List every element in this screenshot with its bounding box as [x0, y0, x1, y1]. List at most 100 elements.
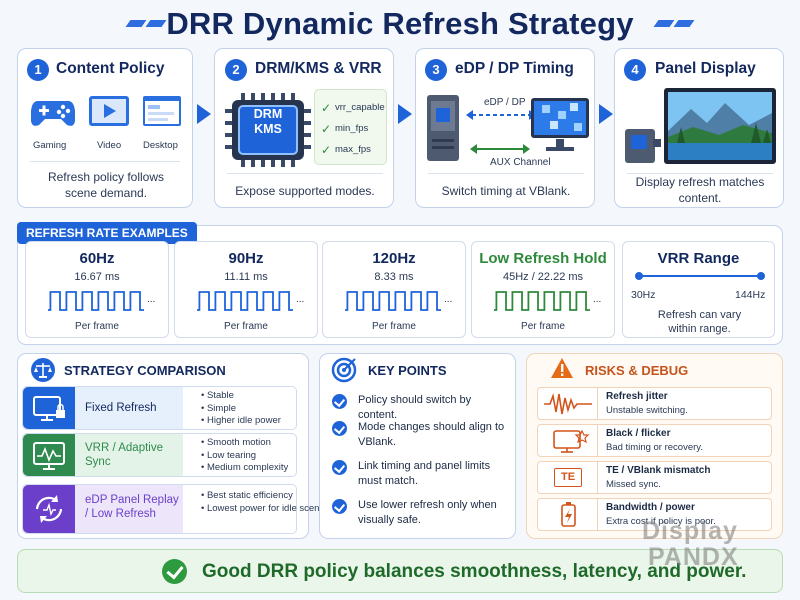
rate-per-frame: Per frame — [521, 321, 565, 332]
step-card-content-policy: 1 Content Policy Gaming Video Desktop Re… — [17, 48, 193, 208]
pulse-waveform: ... — [48, 291, 155, 311]
strategy-bullet: • Higher idle power — [201, 415, 281, 426]
key-point-item: Policy should switch by content. — [358, 394, 472, 421]
rate-period: 8.33 ms — [374, 271, 414, 283]
check-circle-icon — [162, 559, 187, 584]
step-caption: Refresh policy follows scene demand. — [47, 170, 165, 200]
target-icon — [331, 357, 357, 383]
pulse-line — [494, 291, 590, 311]
risk-item: Refresh jitter Unstable switching. — [537, 387, 772, 420]
desktop-icon — [143, 96, 181, 126]
monitor-icon — [531, 98, 589, 151]
vrr-range-slider — [635, 272, 765, 280]
key-point-item: Link timing and panel limits must match. — [358, 460, 491, 487]
rate-per-frame: Per frame — [224, 321, 268, 332]
continuation-dots: ... — [444, 294, 452, 305]
step-title: Content Policy — [56, 60, 165, 77]
step-title: eDP / DP Timing — [455, 60, 574, 77]
rate-title: 120Hz — [372, 250, 416, 267]
rate-per-frame: Per frame — [75, 321, 119, 332]
monitor-flicker-icon — [553, 425, 598, 456]
chip-label: DRM KMS — [253, 107, 283, 136]
risks-heading: RISKS & DEBUG — [585, 363, 689, 378]
strategy-bullet: • Best static efficiency — [201, 490, 293, 501]
risk-title: Bandwidth / power — [606, 502, 695, 513]
step-caption: Display refresh matches content. — [635, 175, 765, 205]
rate-title: 90Hz — [228, 250, 264, 267]
key-points-panel — [319, 353, 516, 539]
check-circle-icon — [332, 394, 347, 409]
refresh-cycle-icon — [35, 495, 63, 523]
check-circle-icon — [332, 421, 347, 436]
monitor-lock-icon — [33, 396, 65, 421]
vrr-min: 30Hz — [631, 289, 656, 301]
pulse-line — [197, 291, 293, 311]
warning-icon — [551, 358, 573, 378]
balance-scale-icon — [31, 358, 55, 382]
strategy-name: eDP Panel Replay / Low Refresh — [85, 494, 179, 520]
strategy-name: Fixed Refresh — [85, 402, 157, 414]
check-icon: ✓ — [321, 122, 332, 136]
video-icon — [89, 96, 129, 126]
strategy-bullet: • Lowest power for idle scenes — [201, 502, 330, 514]
check-circle-icon — [332, 460, 347, 475]
strategy-bullet: • Smooth motion — [201, 437, 271, 448]
strategy-row: eDP Panel Replay / Low Refresh • Best sta… — [22, 484, 329, 534]
risk-description: Extra cost if policy is poor. — [606, 516, 716, 527]
link-arrow — [466, 110, 536, 120]
risk-title: Refresh jitter — [606, 391, 668, 402]
monitor-wave-icon — [33, 442, 65, 470]
gamepad-icon — [31, 101, 75, 126]
strategy-row: VRR / Adaptive Sync• Smooth motion• Low … — [22, 433, 297, 477]
rate-period: 16.67 ms — [74, 271, 120, 283]
key-point-item: Mode changes should align to VBlank. — [358, 421, 505, 448]
pulse-line — [48, 291, 144, 311]
strategy-heading: STRATEGY COMPARISON — [64, 363, 226, 378]
icon-label-video: Video — [97, 140, 122, 151]
step-number: 3 — [425, 59, 447, 81]
step-title: Panel Display — [655, 60, 756, 77]
continuation-dots: ... — [593, 294, 601, 305]
check-icon: ✓ — [321, 101, 332, 115]
footer-text: Good DRR policy balances smoothness, lat… — [202, 561, 747, 582]
properties-list — [314, 89, 387, 165]
step-caption: Expose supported modes. — [235, 184, 375, 198]
strategy-icon-box — [23, 485, 75, 533]
risk-item: Bandwidth / power Extra cost if policy i… — [537, 498, 772, 531]
icon-label-gaming: Gaming — [33, 140, 67, 151]
property-item: min_fps — [335, 123, 369, 134]
strategy-bullets: • Stable• Simple• Higher idle power — [201, 390, 281, 428]
te-badge-icon: TE — [538, 462, 598, 493]
step-number: 4 — [624, 59, 646, 81]
page-title: DRR Dynamic Refresh Strategy — [166, 6, 634, 41]
step-card-edp-dp-timing: 3 eDP / DP Timing eDP / DP AUX Channel S… — [415, 48, 595, 208]
rate-period: 45Hz / 22.22 ms — [502, 271, 584, 283]
risk-description: Unstable switching. — [606, 405, 688, 416]
rate-period: 11.11 ms — [224, 271, 268, 283]
link-label: eDP / DP — [484, 97, 526, 108]
continuation-dots: ... — [147, 294, 155, 305]
source-device-icon — [427, 95, 459, 161]
refresh-rate-tag: REFRESH RATE EXAMPLES — [17, 222, 197, 244]
vrr-range-card: VRR Range 30Hz 144Hz Refresh can vary wi… — [622, 241, 775, 338]
risk-description: Missed sync. — [606, 479, 661, 490]
footer-banner: Good DRR policy balances smoothness, lat… — [17, 549, 783, 593]
step-card-panel-display: 4 Panel Display Display refresh matches … — [614, 48, 784, 208]
strategy-row: Fixed Refresh • Stable• Simple• Higher id… — [22, 386, 297, 430]
strategy-bullet: • Low tearing — [201, 449, 257, 461]
check-circle-icon — [332, 499, 347, 514]
pulse-waveform: ... — [197, 291, 304, 311]
icon-label-desktop: Desktop — [143, 140, 178, 151]
risk-description: Bad timing or recovery. — [606, 442, 703, 453]
vrr-max: 144Hz — [735, 289, 766, 301]
strategy-bullet: • Medium complexity — [201, 462, 289, 473]
step-number: 1 — [27, 59, 49, 81]
risk-item: TE TE / VBlank mismatch Missed sync. — [537, 461, 772, 494]
flow-arrow — [398, 104, 412, 124]
continuation-dots: ... — [296, 294, 304, 305]
refresh-rate-card: 90Hz 11.11 ms Per frame... — [174, 241, 318, 338]
check-icon: ✓ — [321, 143, 332, 157]
